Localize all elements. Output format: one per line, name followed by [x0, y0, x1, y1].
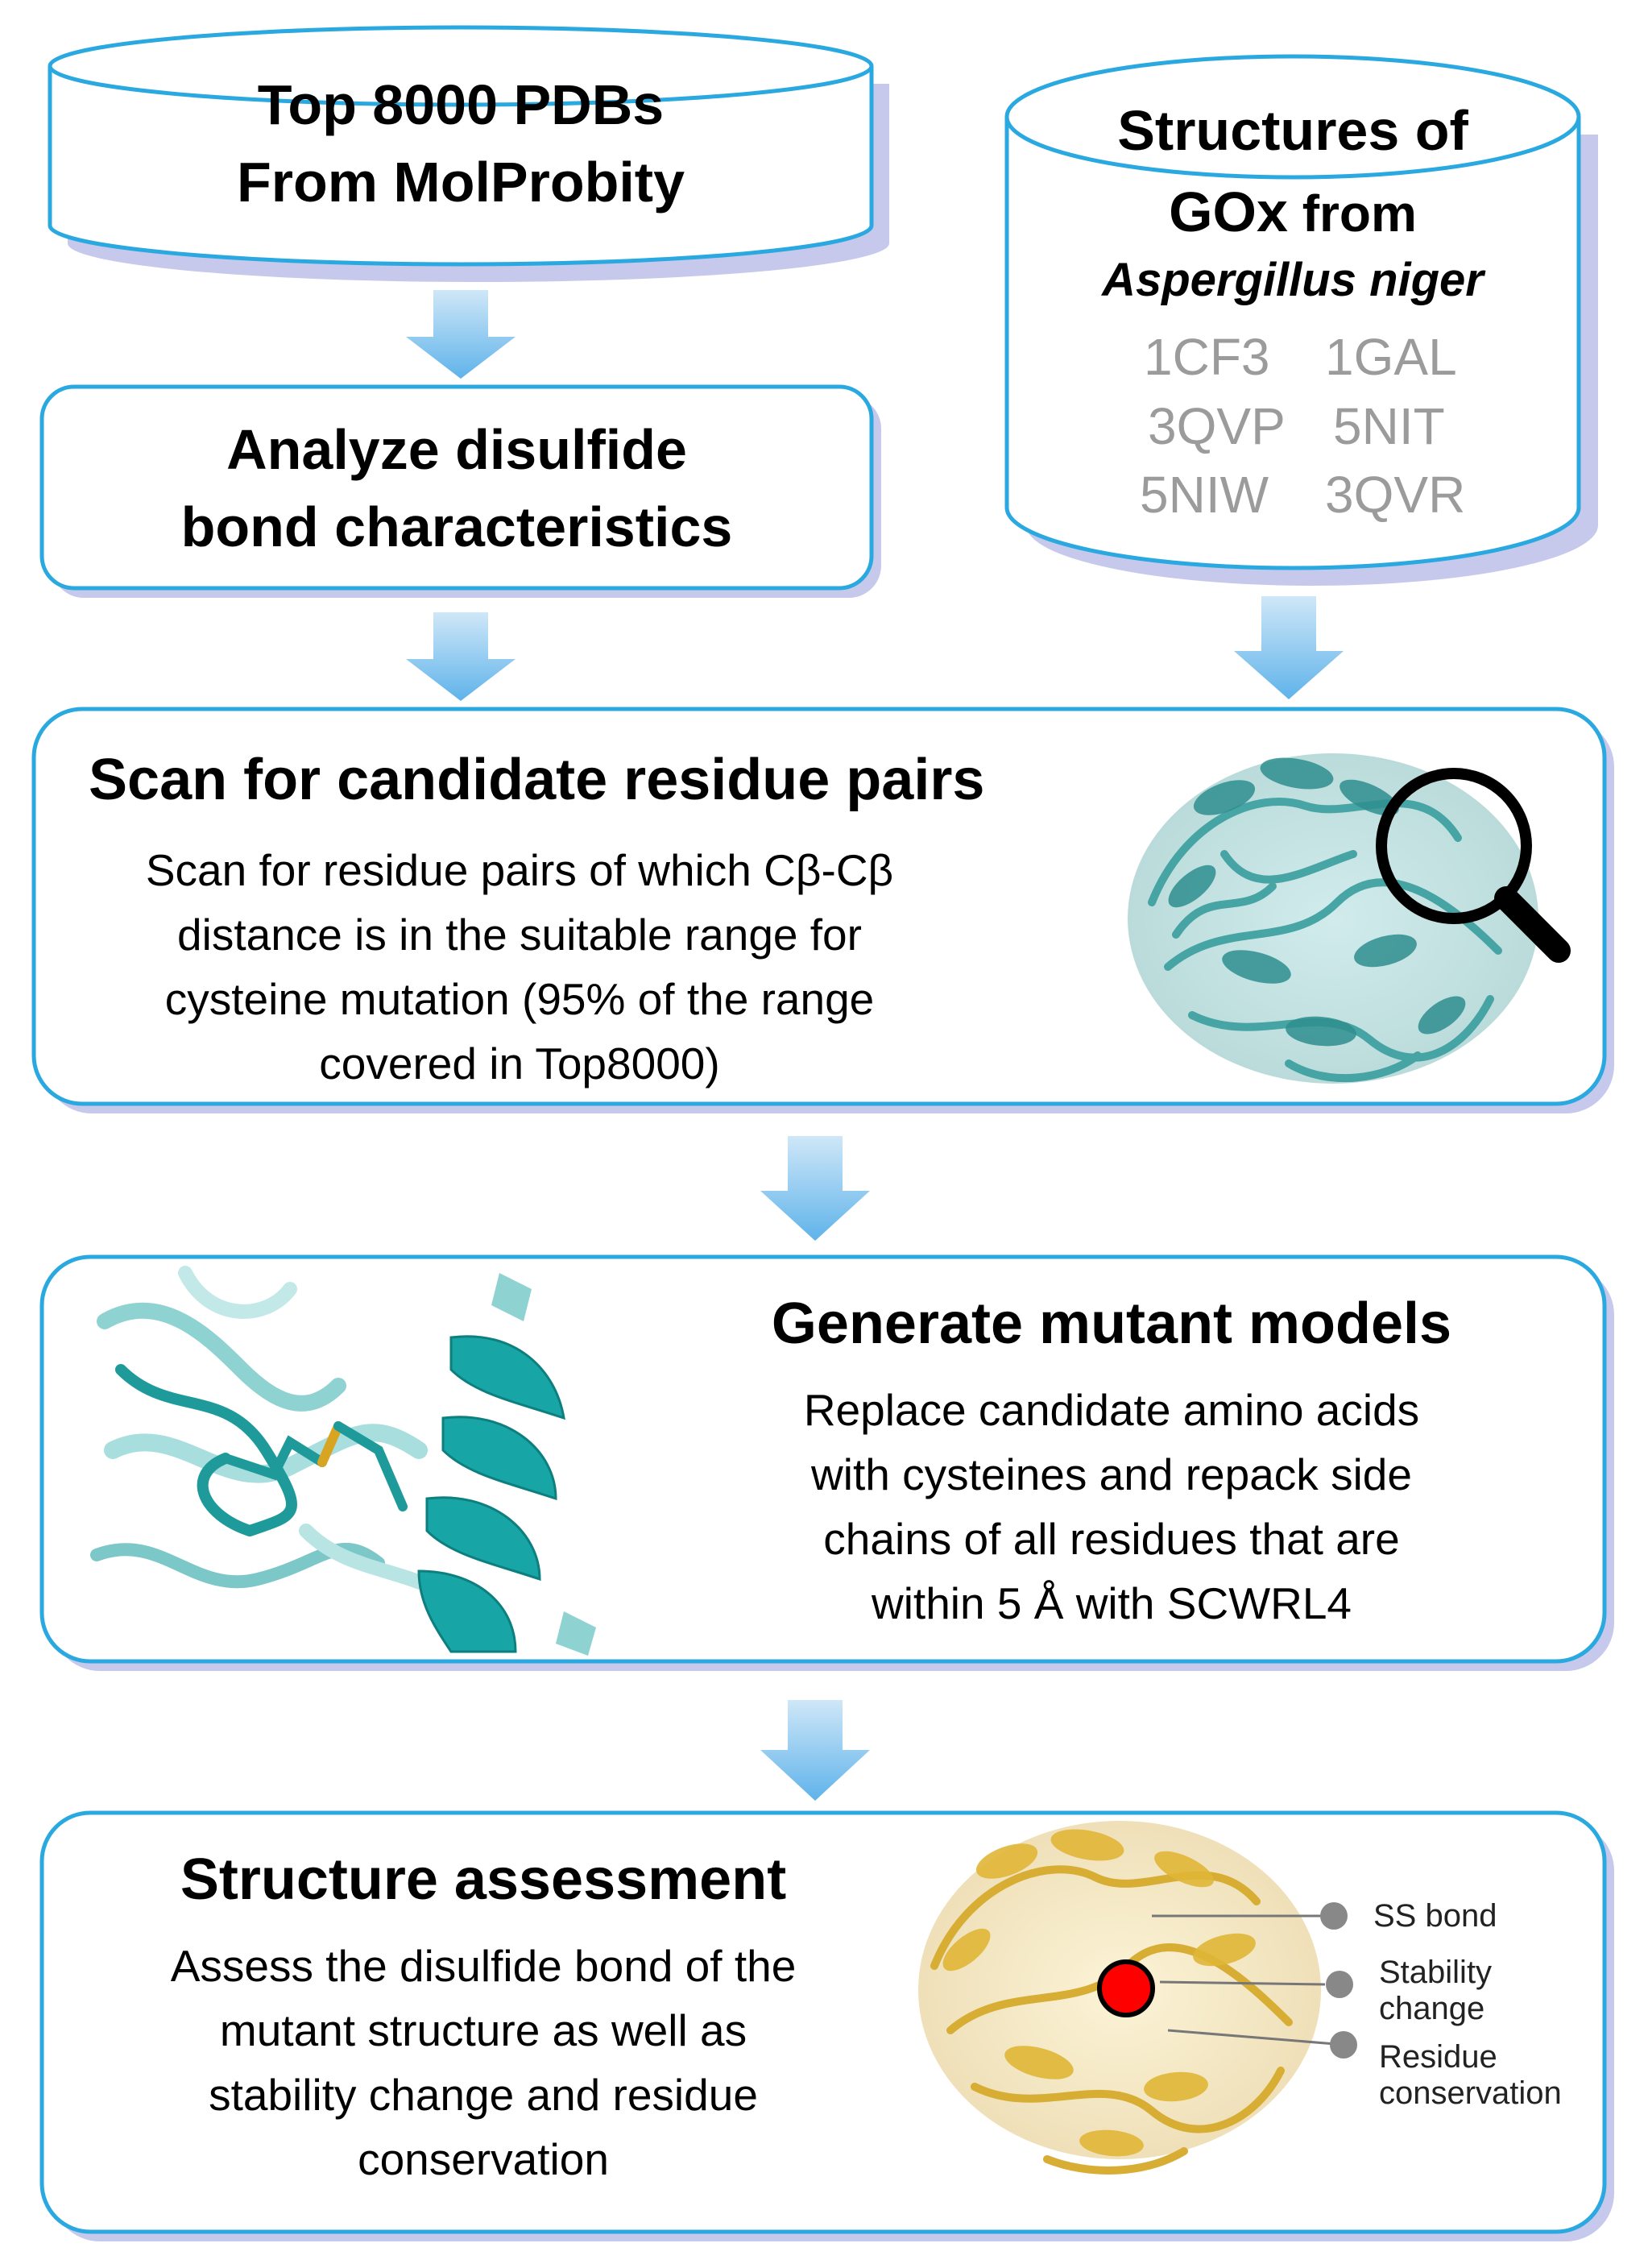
scan-desc-1: Scan for residue pairs of which Cβ-Cβ [145, 845, 894, 895]
gox-from: from [1287, 185, 1417, 243]
magnifier-icon [1376, 768, 1571, 963]
arrow-down-1 [406, 290, 516, 379]
assess-desc-2: mutant structure as well as [219, 2005, 747, 2055]
arrow-down-4 [760, 1136, 870, 1241]
db-top8000-line2: From MolProbity [236, 151, 685, 214]
generate-desc-4: within 5 Å with SCWRL4 [871, 1578, 1352, 1628]
legend-dot-conservation [1330, 2031, 1357, 2059]
legend-dot-stability [1326, 1971, 1353, 1998]
assess-desc-4: conservation [358, 2134, 609, 2184]
db-top8000-line1: Top 8000 PDBs [257, 73, 665, 136]
gox-abbrev: GOx [1169, 180, 1288, 243]
database-top8000 [48, 25, 889, 282]
scan-desc-3: cysteine mutation (95% of the range [164, 974, 875, 1024]
arrow-down-3 [1234, 596, 1344, 699]
scan-title: Scan for candidate residue pairs [89, 748, 985, 812]
legend-dot-ss-bond [1320, 1902, 1348, 1930]
scan-desc-2: distance is in the suitable range for [177, 910, 862, 960]
db-gox-organism: Aspergillus niger [1102, 254, 1484, 306]
leader-line-conservation [1167, 2029, 1336, 2046]
protein-structure-gold [918, 1821, 1357, 2175]
pdb-code-2: 1GAL [1325, 328, 1457, 386]
analyze-line2: bond characteristics [180, 495, 733, 558]
pdb-code-4: 5NIT [1333, 397, 1445, 455]
legend-label-stability-2: change [1379, 1991, 1485, 2026]
legend-label-stability-1: Stability [1379, 1955, 1493, 1990]
generate-desc-1: Replace candidate amino acids [803, 1385, 1420, 1435]
protein-structure-teal [1128, 753, 1571, 1084]
generate-title: Generate mutant models [771, 1292, 1452, 1356]
legend-label-ss-bond: SS bond [1373, 1898, 1497, 1934]
scan-desc-4: covered in Top8000) [319, 1039, 720, 1088]
db-gox-line2: GOx from [1007, 173, 1579, 252]
assess-desc-3: stability change and residue [209, 2070, 758, 2120]
database-gox [1004, 54, 1598, 586]
pdb-code-6: 3QVR [1325, 466, 1466, 524]
highlight-marker [1097, 1959, 1155, 2017]
assess-desc-1: Assess the disulfide bond of the [170, 1941, 797, 1991]
legend-label-conservation-2: conservation [1379, 2075, 1562, 2111]
db-gox-line1: Structures of [1117, 99, 1468, 162]
legend-label-conservation-1: Residue [1379, 2039, 1497, 2075]
pdb-code-1: 1CF3 [1144, 328, 1270, 386]
disulfide-closeup-image [90, 1263, 612, 1658]
arrow-down-2 [406, 612, 516, 701]
leader-line-stability [1159, 1980, 1326, 1986]
arrow-down-5 [760, 1700, 870, 1801]
analyze-line1: Analyze disulfide [226, 418, 687, 481]
box-analyze [39, 384, 881, 598]
generate-desc-3: chains of all residues that are [823, 1514, 1400, 1564]
pdb-code-5: 5NIW [1140, 466, 1269, 524]
assess-title: Structure assessment [180, 1847, 787, 1912]
pdb-code-3: 3QVP [1148, 397, 1286, 455]
generate-desc-2: with cysteines and repack side [811, 1449, 1412, 1499]
